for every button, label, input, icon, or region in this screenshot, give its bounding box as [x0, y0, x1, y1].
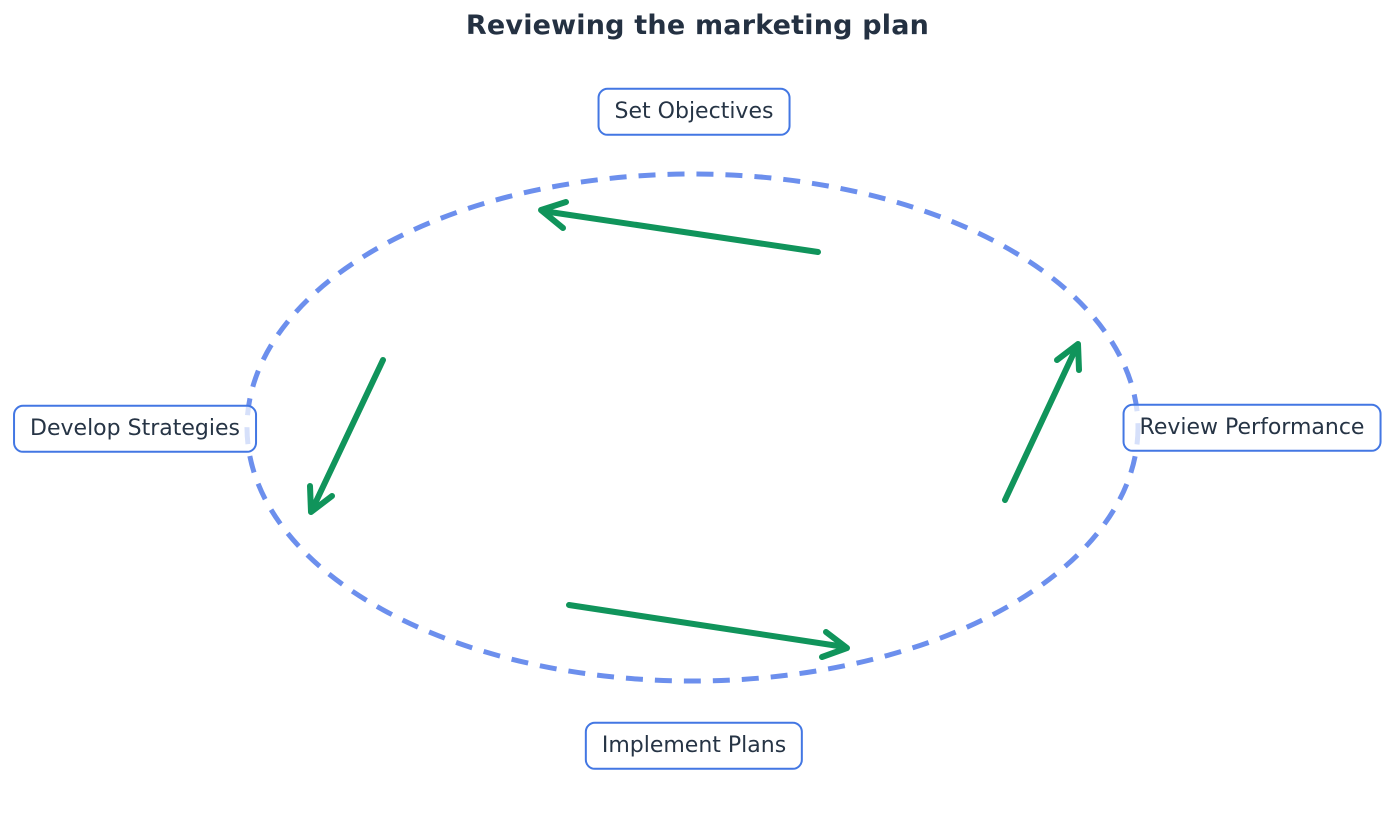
arrow-review-performance-to-set-objectives	[538, 199, 821, 255]
arrow-develop-strategies-to-implement-plans	[566, 602, 850, 660]
node-set-objectives: Set Objectives	[597, 87, 791, 137]
node-implement-plans: Implement Plans	[584, 721, 804, 771]
dashed-cycle-ellipse	[244, 171, 1141, 684]
arrow-set-objectives-to-develop-strategies	[307, 357, 386, 515]
arrow-implement-plans-to-review-performance	[1002, 341, 1082, 503]
node-develop-strategies: Develop Strategies	[13, 404, 257, 454]
node-review-performance: Review Performance	[1122, 403, 1382, 453]
diagram-title: Reviewing the marketing plan	[465, 10, 930, 41]
